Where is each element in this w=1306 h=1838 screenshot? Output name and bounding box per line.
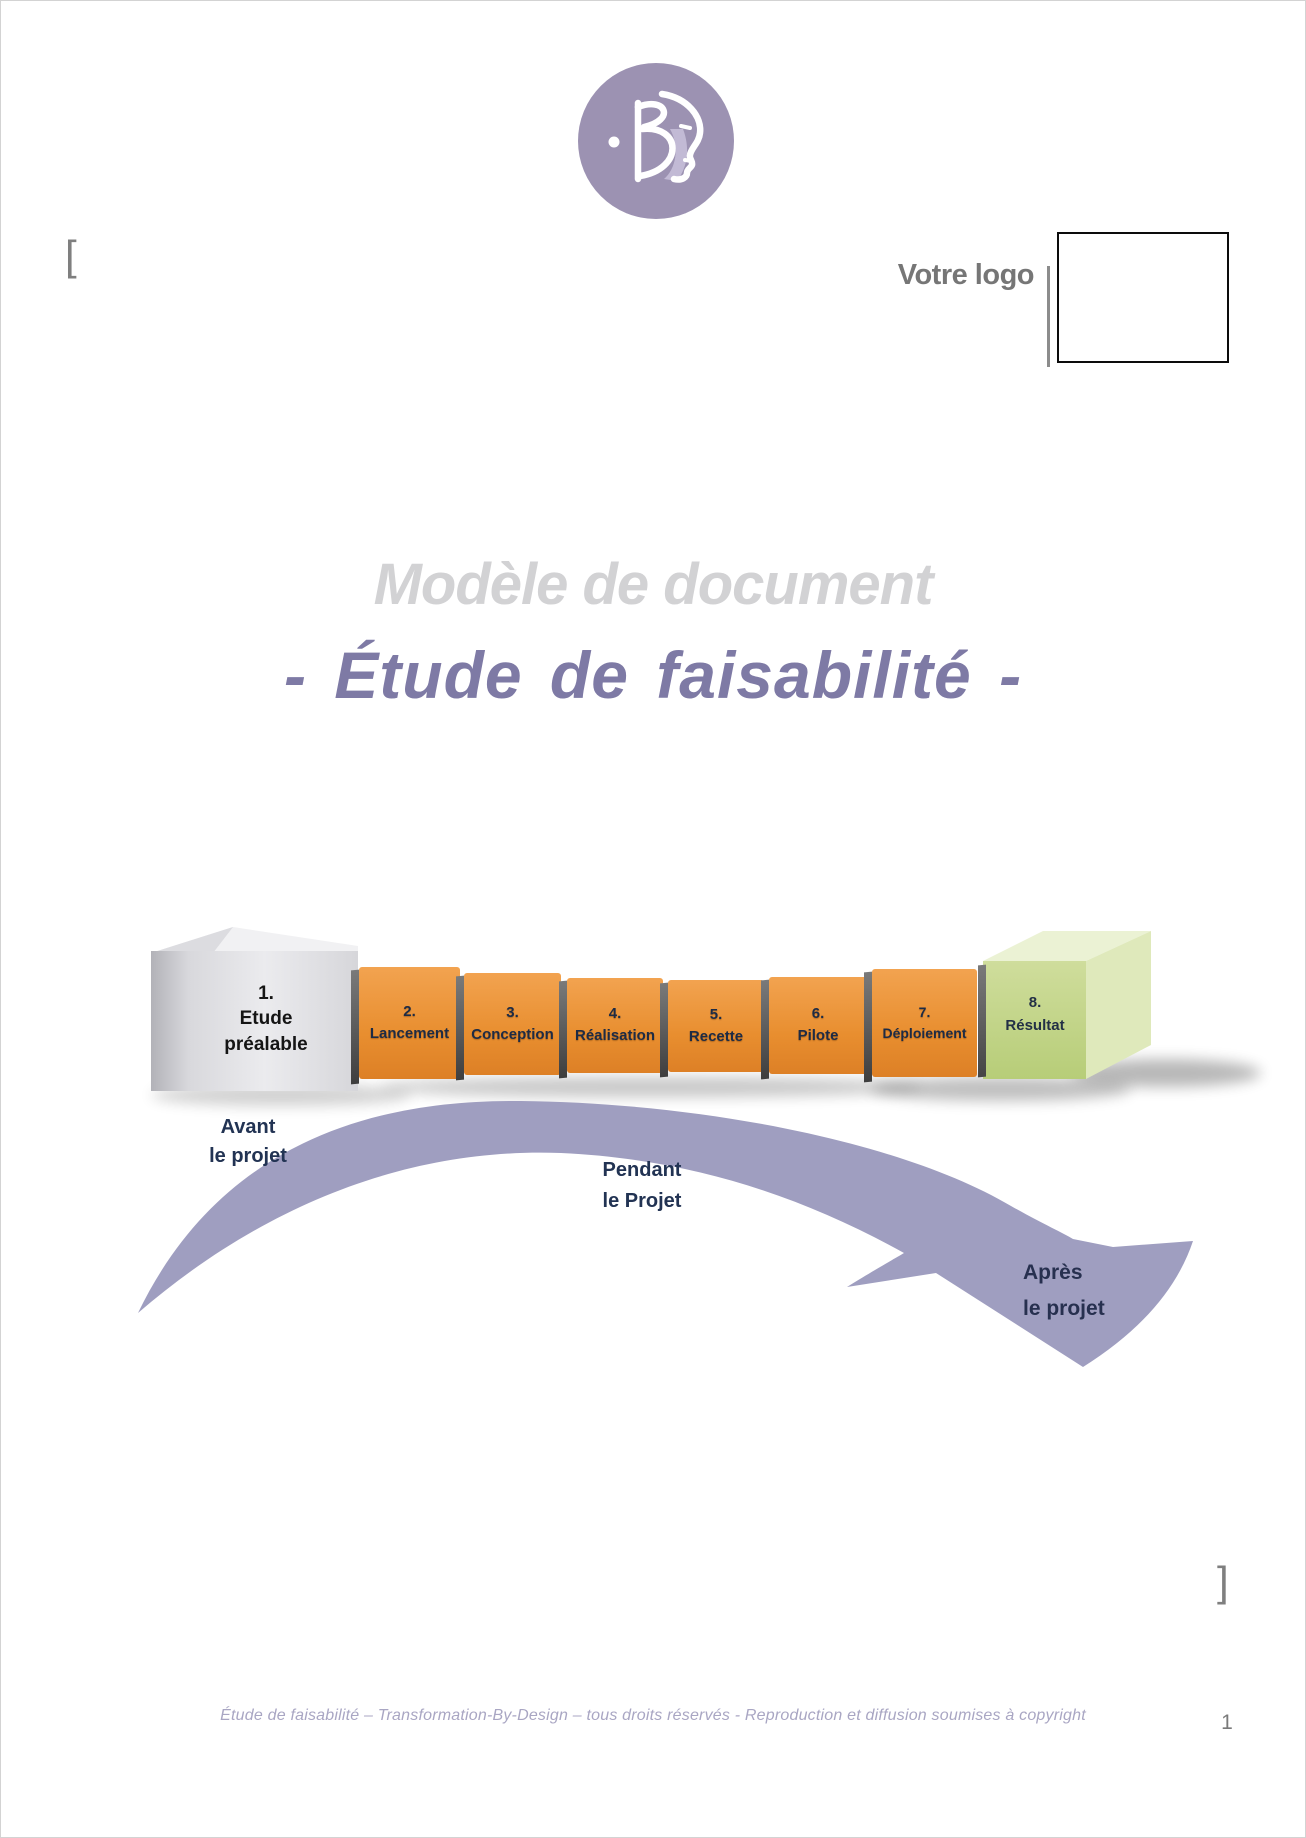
step-label: Conception (471, 1025, 554, 1043)
step-number: 4. (608, 1005, 622, 1023)
step-2-lancement: 2. Lancement (359, 967, 460, 1079)
step-7-deploiement: 7. Déploiement (872, 969, 977, 1077)
logo-placeholder-box (1057, 232, 1229, 363)
footer-copyright: Étude de faisabilité – Transformation-By… (220, 1707, 1086, 1724)
step-number: 6. (811, 1005, 825, 1023)
step-number: 1. (258, 983, 274, 1004)
step-label: Pilote (797, 1027, 839, 1044)
step-8-resultat: 8. Résultat (985, 994, 1085, 1034)
step-number: 8. (1028, 994, 1042, 1011)
step-label: Réalisation (574, 1027, 656, 1044)
phase-line: le projet (1023, 1297, 1105, 1320)
step-label: Etude (239, 1008, 293, 1030)
logo-separator-line (1047, 266, 1050, 367)
phase-apres-le-projet: Après le projet (1023, 1255, 1163, 1327)
left-bracket: [ (65, 232, 77, 279)
brand-logo-icon (578, 63, 734, 219)
process-arrow (138, 1100, 1193, 1367)
phase-line: le Projet (602, 1190, 682, 1212)
phase-line: Après (1023, 1261, 1083, 1284)
step-label: Recette (688, 1027, 744, 1045)
step-1-etude-prealable: 1. Etude préalable (171, 981, 361, 1057)
phase-pendant-le-projet: Pendant le Projet (557, 1155, 727, 1217)
page-number: 1 (1221, 1711, 1233, 1734)
phase-line: le projet (209, 1145, 287, 1167)
document-subtitle: Modèle de document (373, 552, 934, 617)
step-5-recette: 5. Recette (668, 980, 764, 1072)
step-3-conception: 3. Conception (464, 973, 561, 1075)
row-shadow (151, 1059, 1261, 1106)
cube-step-1 (151, 927, 358, 1091)
step-number: 7. (918, 1003, 931, 1020)
step-label: préalable (224, 1033, 308, 1055)
phase-avant-le-projet: Avant le projet (173, 1113, 323, 1171)
step-number: 3. (506, 1003, 519, 1021)
cube-step-8 (983, 931, 1151, 1079)
step-label: Déploiement (882, 1024, 967, 1041)
step-label: Lancement (369, 1024, 450, 1042)
phase-line: Avant (220, 1116, 276, 1138)
your-logo-label: Votre logo (897, 259, 1035, 291)
page-title: - Étude de faisabilité - (283, 638, 1023, 712)
right-bracket: ] (1217, 1558, 1229, 1605)
step-number: 2. (403, 1002, 416, 1020)
phase-line: Pendant (602, 1159, 682, 1181)
step-label: Résultat (1005, 1016, 1065, 1034)
step-number: 5. (709, 1005, 723, 1023)
step-6-pilote: 6. Pilote (769, 977, 867, 1074)
step-4-realisation: 4. Réalisation (567, 978, 663, 1073)
